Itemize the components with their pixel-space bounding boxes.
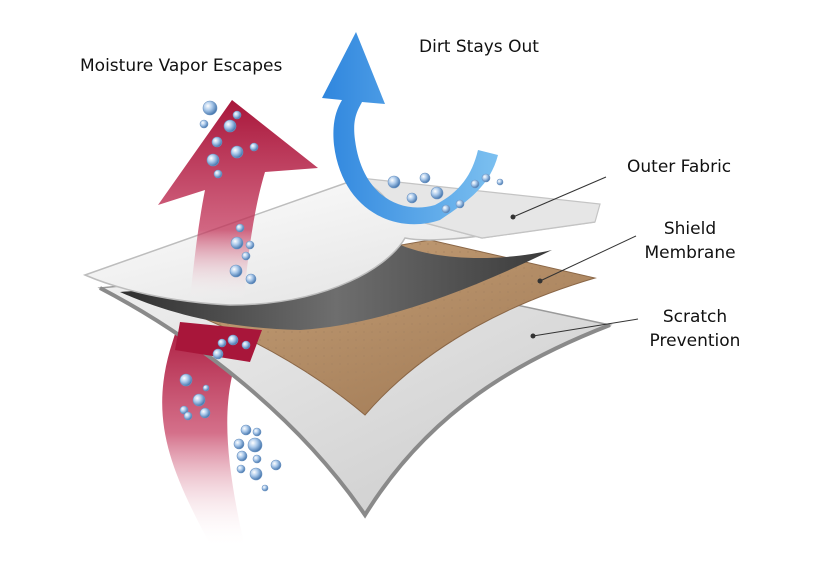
- shield-membrane-line1: Shield: [663, 219, 717, 239]
- water-droplet-icon: [227, 334, 239, 346]
- dirt-arrow: [322, 32, 498, 225]
- water-droplet-icon: [406, 192, 418, 204]
- water-droplet-icon: [261, 484, 269, 492]
- water-droplet-icon: [233, 438, 245, 450]
- water-droplet-icon: [212, 348, 224, 360]
- water-droplet-icon: [241, 340, 251, 350]
- water-droplet-icon: [230, 236, 244, 250]
- water-droplet-icon: [496, 178, 504, 186]
- water-droplet-icon: [470, 179, 480, 189]
- water-droplet-icon: [236, 464, 246, 474]
- water-droplet-icon: [211, 136, 223, 148]
- water-droplet-icon: [232, 110, 242, 120]
- water-droplet-icon: [223, 119, 237, 133]
- water-droplet-icon: [240, 424, 252, 436]
- dirt-stays-out-label: Dirt Stays Out: [419, 37, 539, 57]
- water-droplet-icon: [235, 223, 245, 233]
- scratch-leader: [532, 318, 639, 337]
- shield-membrane-line2: Membrane: [644, 243, 736, 263]
- water-droplet-icon: [481, 173, 491, 183]
- water-droplet-icon: [387, 175, 401, 189]
- water-droplet-icon: [183, 411, 193, 421]
- water-droplet-icon: [217, 338, 227, 348]
- water-droplet-icon: [192, 393, 206, 407]
- moisture-vapor-label: Moisture Vapor Escapes: [80, 56, 283, 76]
- scratch-leader-dot: [530, 333, 536, 339]
- shield-membrane-label: Shield Membrane: [640, 217, 740, 265]
- water-droplet-icon: [249, 467, 263, 481]
- scratch-prevention-line1: Scratch: [662, 307, 728, 327]
- water-droplet-icon: [252, 427, 262, 437]
- membrane-leader: [539, 235, 637, 282]
- water-droplet-icon: [206, 153, 220, 167]
- water-droplet-icon: [430, 186, 444, 200]
- scratch-prevention-label: Scratch Prevention: [640, 305, 750, 353]
- water-droplet-icon: [199, 407, 211, 419]
- water-droplet-icon: [179, 373, 193, 387]
- outer-fabric-leader-dot: [510, 214, 516, 220]
- water-droplet-icon: [245, 273, 257, 285]
- water-droplet-icon: [213, 169, 223, 179]
- moisture-arrow-upper: [158, 100, 318, 300]
- water-droplet-icon: [179, 405, 189, 415]
- outer-fabric-label: Outer Fabric: [627, 157, 732, 177]
- water-droplet-icon-group: [179, 100, 504, 492]
- water-droplet-icon: [202, 384, 210, 392]
- water-droplet-icon: [229, 264, 243, 278]
- water-droplet-icon: [247, 437, 263, 453]
- water-droplet-icon: [455, 199, 465, 209]
- water-droplet-icon: [252, 454, 262, 464]
- water-droplet-icon: [202, 100, 218, 116]
- water-droplet-icon: [199, 119, 209, 129]
- water-droplet-icon: [245, 240, 255, 250]
- water-droplet-icon: [241, 251, 251, 261]
- outer-fabric-leader: [512, 176, 607, 218]
- water-droplet-icon: [441, 204, 451, 214]
- membrane-leader-dot: [537, 278, 543, 284]
- water-droplet-icon: [249, 142, 259, 152]
- water-droplet-icon: [236, 450, 248, 462]
- water-droplet-icon: [230, 145, 244, 159]
- scratch-prevention-line2: Prevention: [649, 331, 741, 351]
- water-droplet-icon: [270, 459, 282, 471]
- water-droplet-icon: [419, 172, 431, 184]
